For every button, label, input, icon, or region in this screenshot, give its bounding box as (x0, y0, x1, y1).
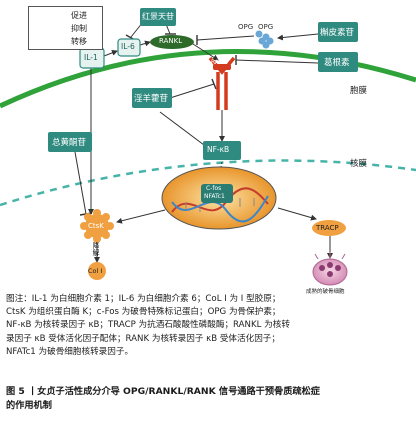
ctsk-node (80, 209, 114, 243)
il6-box (117, 38, 141, 57)
rankl-label: RANKL (159, 37, 183, 45)
caption-line: 录因子 κB 受体活化因子配体；RANK 为核转录因子 κB 受体活化因子； (6, 333, 280, 344)
figure-title: 图 5 丨女贞子活性成分介导 OPG/RANKL/RANK 信号通路干预骨质疏松… (6, 385, 410, 413)
diagram: 促进 抑制 转移 IL-1 IL-6 红景天苷 RANKL OPG OPG RA… (0, 6, 416, 295)
col1-node (88, 262, 106, 280)
tracp-node (312, 220, 346, 236)
il6-label: IL-6 (121, 42, 135, 51)
rank-receptor (208, 56, 236, 110)
rank-label: RANK (211, 59, 228, 66)
kaempferol-label: 槲皮素苷 (320, 28, 355, 38)
degrade-label: 降解 (92, 242, 100, 256)
legend-transfer: 转移 (71, 37, 87, 46)
rankl-node (150, 35, 194, 49)
nuclear-membrane-label: 核膜 (350, 159, 368, 169)
nuclear-membrane (0, 159, 416, 207)
red-factor-box (140, 8, 176, 26)
opg-label-2: OPG (258, 23, 274, 31)
caption-line: 图注：IL-1 为白细胞介素 1；IL-6 为白细胞介素 6；CoL Ⅰ 为 Ⅰ… (6, 294, 281, 304)
total-flavonoids-label: 总黄酮苷 (52, 138, 87, 148)
membrane-label: 胞膜 (350, 86, 368, 96)
figure-title-line-2: 的作用机制 (6, 400, 52, 411)
nfkb-box (203, 141, 241, 160)
nucleus-label-1: C-fos (206, 185, 222, 192)
ctsk-label: CtsK (88, 222, 104, 230)
diagram-canvas (0, 8, 416, 286)
red-factor-label: 红景天苷 (142, 12, 174, 21)
figure-title-line-1: 图 5 丨女贞子活性成分介导 OPG/RANKL/RANK 信号通路干预骨质疏松… (6, 386, 320, 397)
col1-label: Col Ⅰ (88, 267, 103, 275)
icariin-label: 淫羊藿苷 (134, 94, 169, 104)
tracp-label: TRACP (316, 224, 339, 232)
puerarin-label: 葛根素 (324, 58, 350, 68)
opg-label-1: OPG (238, 23, 254, 31)
osteoclast-cell (312, 252, 348, 286)
nfkb-label: NF-κB (207, 145, 230, 154)
caption-line: NFATc1 为破骨细胞核转录因子。 (6, 346, 134, 357)
total-flavonoids-box (48, 132, 92, 152)
cell-membrane (0, 48, 416, 109)
icariin-box (132, 88, 172, 108)
puerarin-box (318, 52, 358, 72)
legend-inhibit: 抑制 (71, 24, 87, 33)
caption-line: CtsK 为组织蛋白酶 K；c-Fos 为破骨特殊标记蛋白；OPG 为骨保护素； (6, 307, 281, 318)
legend-promote: 促进 (71, 11, 87, 20)
il1-label: IL-1 (84, 53, 98, 62)
figure-caption: 图注：IL-1 为白细胞介素 1；IL-6 为白细胞介素 6；CoL Ⅰ 为 Ⅰ… (6, 293, 410, 359)
kaempferol-box (318, 22, 358, 42)
caption-line: NF-κB 为核转录因子 κB；TRACP 为抗酒石酸酸性磷酸酶；RANKL 为… (6, 320, 290, 331)
mature-osteoclast-label: 成熟的破骨细胞 (306, 289, 345, 295)
nucleus-label-2: NFATc1 (204, 193, 225, 200)
legend: 促进 抑制 转移 (28, 6, 103, 50)
